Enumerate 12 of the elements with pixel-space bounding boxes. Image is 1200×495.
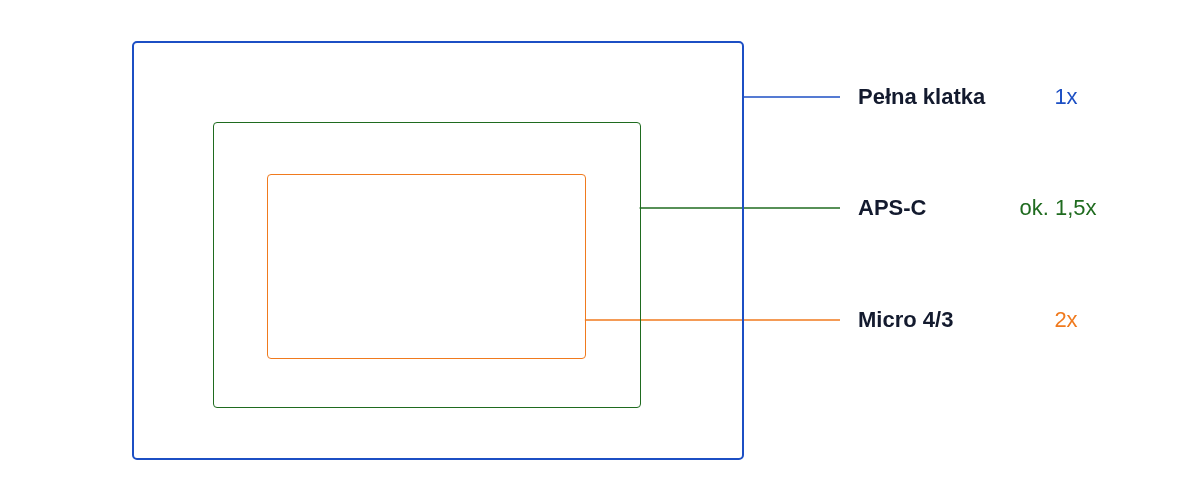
- sensor-frame: [132, 41, 744, 460]
- leader-line: [638, 207, 841, 209]
- crop-factor-value: ok. 1,5x: [1019, 194, 1097, 222]
- sensor-format-label: Micro 4/3: [858, 306, 954, 334]
- leader-line: [584, 319, 841, 321]
- sensor-format-label: Pełna klatka: [858, 83, 986, 111]
- crop-factor-value: 1x: [1054, 83, 1078, 111]
- sensor-format-label: APS-C: [858, 194, 927, 222]
- sensor-frame: [212, 121, 641, 408]
- sensor-frame: [266, 173, 586, 359]
- crop-factor-value: 2x: [1054, 306, 1078, 334]
- leader-line: [742, 96, 841, 98]
